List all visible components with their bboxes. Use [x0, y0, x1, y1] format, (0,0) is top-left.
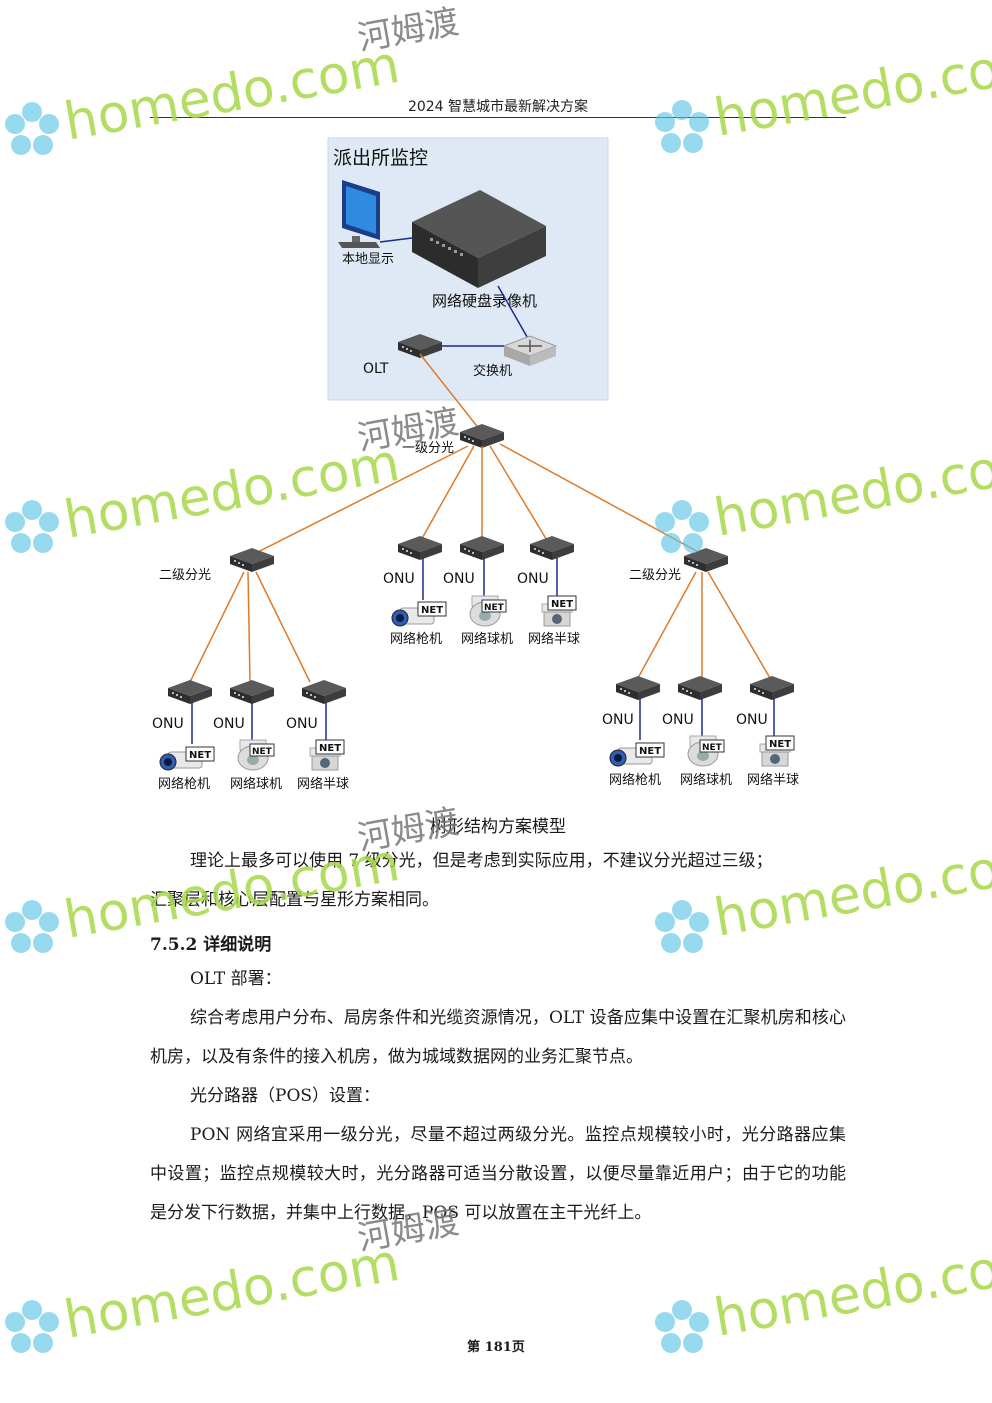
camera-label: 网络半球 [528, 631, 580, 647]
monitor-icon [338, 180, 380, 248]
watermark-bottom-right: homedo.com [655, 1231, 992, 1353]
watermark-text: homedo.com [710, 1231, 992, 1349]
watermark-text: homedo.com [60, 1233, 404, 1351]
page-header: 2024 智慧城市最新解决方案 [407, 99, 589, 115]
camera-label: 网络球机 [230, 776, 282, 792]
onu-label: ONU [736, 712, 768, 728]
camera-label: 网络半球 [747, 772, 799, 788]
net-badge: NET [639, 746, 661, 757]
level2-right-label: 二级分光 [629, 568, 681, 583]
onu-label: ONU [383, 571, 415, 587]
net-badge: NET [702, 743, 723, 753]
onu-label: ONU [443, 571, 475, 587]
onu-right-1 [616, 676, 660, 700]
onu-left-1 [168, 680, 212, 704]
camera-label: 网络球机 [461, 631, 513, 647]
nvr-icon [412, 190, 546, 288]
level2-right-splitter-icon [684, 548, 728, 572]
paragraph-1-line-1: 理论上最多可以使用 7 级分光，但是考虑到实际应用，不建议分光超过三级； [190, 851, 773, 871]
section-heading: 7.5.2 详细说明 [150, 935, 272, 955]
camera-label: 网络半球 [297, 776, 349, 792]
onu-mid-3 [530, 536, 574, 560]
onu-right-2 [678, 676, 722, 700]
level2-left-splitter-icon [230, 548, 274, 572]
olt-label: OLT [363, 361, 389, 377]
paragraph-1: 理论上最多可以使用 7 级分光，但是考虑到实际应用，不建议分光超过三级； [150, 842, 846, 881]
onu-label: ONU [152, 716, 184, 732]
page-number: 第 181页 [467, 1340, 525, 1355]
level2-left-fibers [189, 571, 311, 683]
onu-label: ONU [602, 712, 634, 728]
onu-label: ONU [213, 716, 245, 732]
level2-right-fibers [637, 571, 771, 679]
onu-right-3 [750, 676, 794, 700]
net-badge: NET [484, 603, 505, 613]
onu-left-3 [302, 680, 346, 704]
olt-deploy-paragraph: 综合考虑用户分布、局房条件和光缆资源情况，OLT 设备应集中设置在汇聚机房和核心… [150, 1008, 846, 1067]
onu-mid-2 [460, 536, 504, 560]
net-badge: NET [252, 747, 273, 757]
net-badge: NET [319, 743, 341, 754]
paragraph-1-continued: 汇聚层和核心层配置与星形方案相同。 [150, 881, 846, 920]
pos-setting-title: 光分路器（POS）设置： [190, 1086, 381, 1106]
onu-mid-1 [398, 536, 442, 560]
olt-deploy-title: OLT 部署： [190, 969, 282, 989]
onu-label: ONU [517, 571, 549, 587]
nvr-label: 网络硬盘录像机 [432, 292, 537, 310]
header-rule [150, 117, 846, 118]
figure-caption: 树形结构方案模型 [430, 817, 566, 837]
level1-splitter-icon [460, 424, 504, 448]
pos-setting-paragraph: PON 网络宜采用一级分光，尽量不超过两级分光。监控点规模较小时，光分路器应集中… [150, 1125, 846, 1223]
level2-left-label: 二级分光 [159, 568, 211, 583]
camera-label: 网络枪机 [390, 631, 442, 647]
onu-left-2 [230, 680, 274, 704]
police-station-title: 派出所监控 [333, 147, 428, 169]
paragraph-1-line-2: 汇聚层和核心层配置与星形方案相同。 [150, 890, 439, 910]
watermark-cn: 河姆渡 [355, 2, 462, 59]
switch-label: 交换机 [473, 363, 512, 379]
level1-label: 一级分光 [402, 441, 454, 456]
monitor-label: 本地显示 [342, 252, 394, 267]
camera-label: 网络枪机 [158, 776, 210, 792]
tree-network-diagram: 派出所监控 本地显示 网络硬盘录像机 OLT [152, 137, 799, 792]
onu-label: ONU [662, 712, 694, 728]
net-badge: NET [421, 605, 443, 616]
net-badge: NET [769, 739, 791, 750]
camera-label: 网络枪机 [609, 772, 661, 788]
net-badge: NET [189, 750, 211, 761]
switch-icon [502, 335, 558, 366]
camera-label: 网络球机 [680, 772, 732, 788]
onu-label: ONU [286, 716, 318, 732]
net-badge: NET [551, 599, 573, 610]
